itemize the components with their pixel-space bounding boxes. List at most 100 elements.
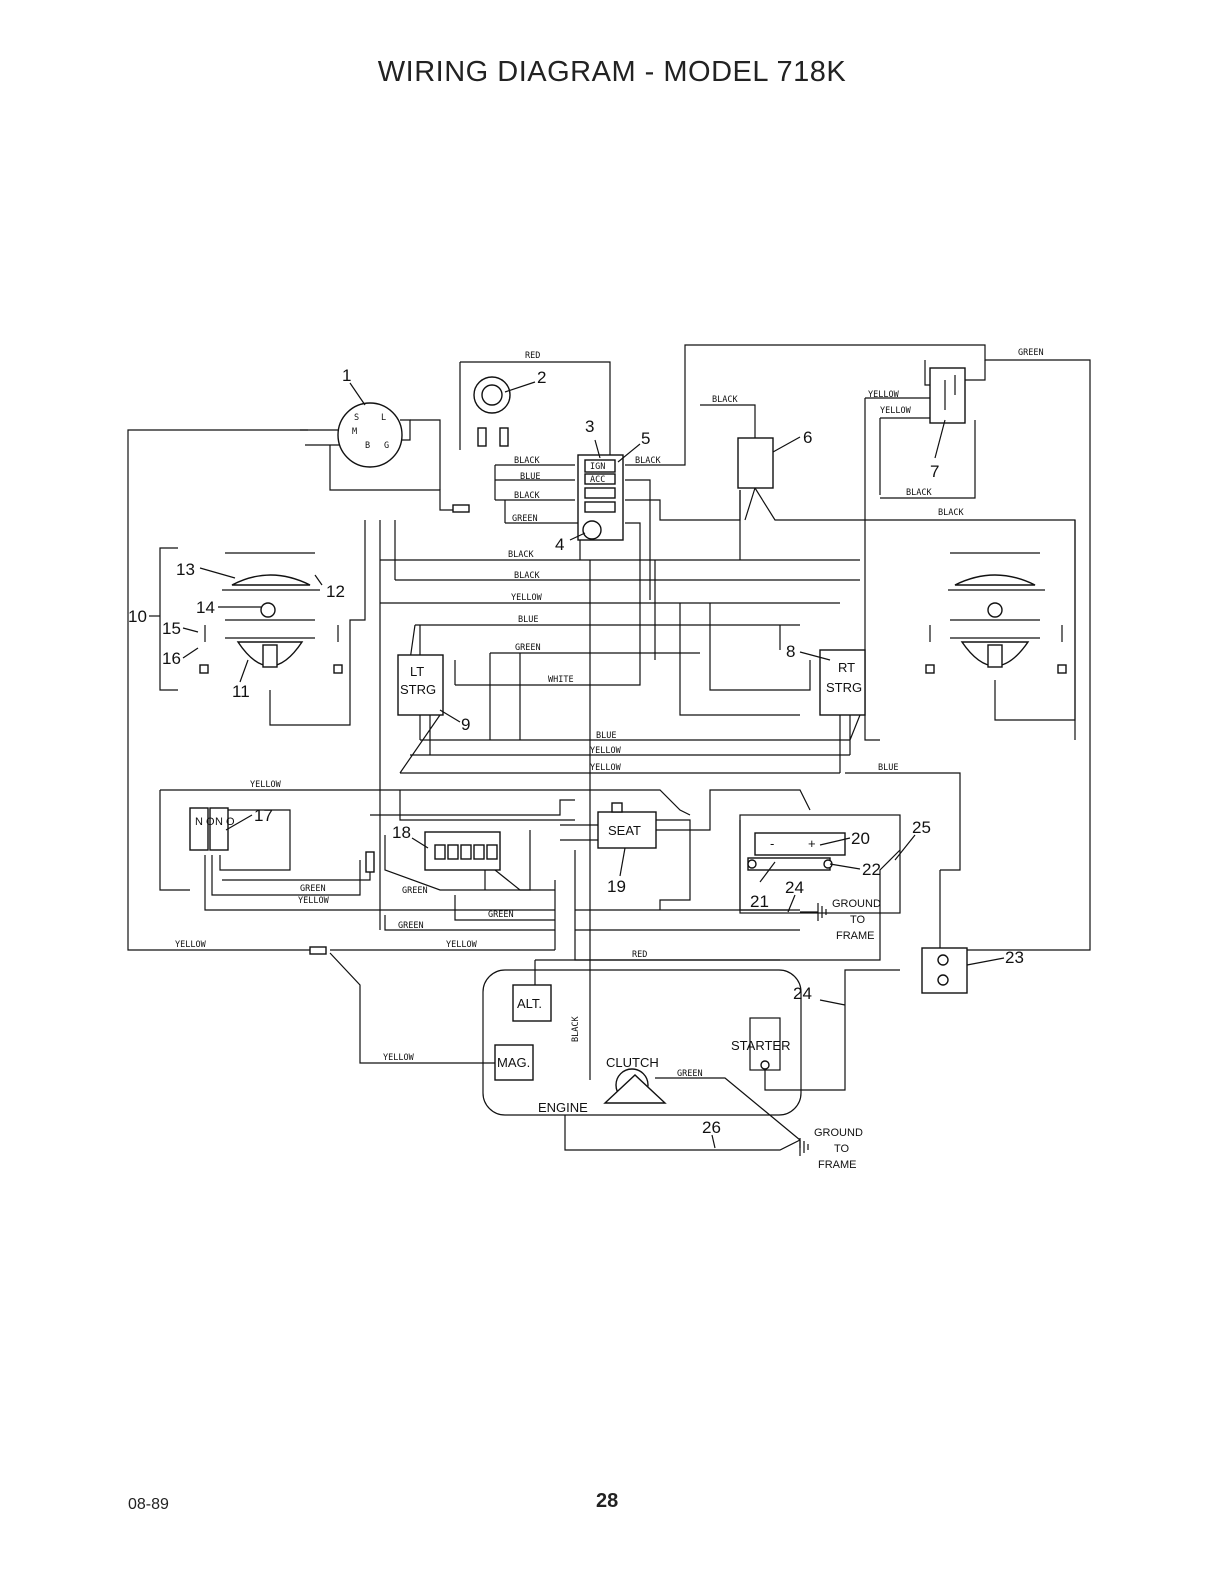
wire-white	[455, 560, 641, 686]
label-green-18: GREEN	[402, 886, 428, 896]
svg-text:M: M	[352, 427, 357, 437]
svg-text:FRAME: FRAME	[836, 930, 875, 942]
label-black-right: BLACK	[938, 508, 964, 518]
label-green-17: GREEN	[300, 884, 326, 894]
svg-text:STRG: STRG	[400, 682, 436, 697]
label-yellow-low2: YELLOW	[590, 763, 622, 773]
label-yellow-7b: YELLOW	[880, 406, 912, 416]
label-green-fuse: GREEN	[512, 514, 538, 524]
wire-green-2	[454, 895, 555, 921]
page-title: WIRING DIAGRAM - MODEL 718K	[377, 56, 847, 88]
svg-text:STRG: STRG	[826, 680, 862, 695]
svg-text:+: +	[808, 836, 816, 851]
inline-fuse-bottom	[309, 946, 327, 955]
label-green-bottom2: GREEN	[398, 921, 424, 931]
switch-7	[929, 367, 966, 424]
relay-6	[737, 437, 774, 489]
page-number: 28	[596, 1490, 619, 1512]
label-green-top: GREEN	[1018, 348, 1044, 358]
seat-switch: SEAT	[597, 802, 657, 849]
callout-26: 26	[702, 1118, 721, 1137]
label-yellow-low1: YELLOW	[590, 746, 622, 756]
callout-4: 4	[555, 535, 564, 554]
svg-text:STARTER: STARTER	[731, 1038, 790, 1053]
engine: ALT. MAG. CLUTCH STARTER ENGINE	[482, 969, 802, 1116]
callout-20: 20	[851, 829, 870, 848]
svg-text:N O: N O	[195, 816, 215, 828]
callout-14: 14	[196, 598, 215, 617]
wire-blue-right	[845, 772, 961, 871]
label-white-h: WHITE	[548, 675, 574, 685]
gauge-2	[473, 376, 511, 447]
callout-18: 18	[392, 823, 411, 842]
rt-strg-switch: RT STRG	[819, 649, 866, 716]
svg-text:IGN: IGN	[590, 462, 605, 472]
callout-6: 6	[803, 428, 812, 447]
label-black-fuse-1: BLACK	[514, 456, 540, 466]
key-switch: S L M B G	[337, 402, 403, 468]
callout-12: 12	[326, 582, 345, 601]
callout-9: 9	[461, 715, 470, 734]
callout-19: 19	[607, 877, 626, 896]
label-yellow-bottom1: YELLOW	[175, 940, 207, 950]
svg-text:S: S	[354, 413, 359, 423]
lt-strg-switch: LT STRG	[397, 654, 444, 716]
hour-meter-18	[365, 831, 501, 873]
svg-text:TO: TO	[834, 1143, 850, 1155]
callout-22: 22	[862, 860, 881, 879]
switch-17: N O N O	[189, 807, 235, 851]
svg-text:SEAT: SEAT	[608, 823, 641, 838]
svg-text:GROUND: GROUND	[814, 1127, 863, 1139]
wire-yellow-mag	[329, 952, 495, 1064]
label-yellow-17b: YELLOW	[298, 896, 330, 906]
label-green-bottom1: GREEN	[488, 910, 514, 920]
callout-15: 15	[162, 619, 181, 638]
wires	[127, 344, 1091, 1151]
callout-23: 23	[1005, 948, 1024, 967]
callouts: 1 2 3 4 5 6 7 8 9 10 11 12 13 14 15 16 1…	[128, 366, 1024, 1149]
label-red-top: RED	[525, 351, 540, 361]
label-red-bottom: RED	[632, 950, 647, 960]
svg-text:FRAME: FRAME	[818, 1159, 857, 1171]
label-blue-low: BLUE	[596, 731, 616, 741]
callout-13: 13	[176, 560, 195, 579]
svg-text:ALT.: ALT.	[517, 996, 542, 1011]
wire-green-clutch	[655, 1077, 801, 1141]
callout-24a: 24	[785, 878, 804, 897]
callout-25: 25	[912, 818, 931, 837]
svg-text:G: G	[384, 441, 389, 451]
label-green-clutch: GREEN	[677, 1069, 703, 1079]
svg-text:-: -	[770, 836, 774, 851]
svg-text:ENGINE: ENGINE	[538, 1100, 588, 1115]
label-green-h: GREEN	[515, 643, 541, 653]
label-black-fuse-2: BLACK	[514, 491, 540, 501]
label-yellow-7a: YELLOW	[868, 390, 900, 400]
svg-text:LT: LT	[410, 664, 424, 679]
label-yellow-mag: YELLOW	[383, 1053, 415, 1063]
callout-2: 2	[537, 368, 546, 387]
label-yellow-17: YELLOW	[250, 780, 282, 790]
ground-frame-2: GROUND TO FRAME	[799, 1127, 863, 1171]
wire-green-17	[222, 870, 371, 881]
label-black-h2: BLACK	[514, 571, 540, 581]
svg-text:B: B	[365, 441, 370, 451]
svg-text:L: L	[381, 413, 386, 423]
label-black-fuse-r: BLACK	[635, 456, 661, 466]
label-blue-right: BLUE	[878, 763, 898, 773]
wire-yellow-left-loop	[127, 429, 318, 951]
ground-frame-1: GROUND TO FRAME	[800, 898, 881, 942]
label-blue-h: BLUE	[518, 615, 538, 625]
svg-text:CLUTCH: CLUTCH	[606, 1055, 659, 1070]
wire-labels: RED BLACK GREEN YELLOW YELLOW BLACK BLAC…	[175, 348, 1044, 1079]
svg-text:GROUND: GROUND	[832, 898, 881, 910]
wire-black-to-6	[700, 404, 756, 438]
callout-10: 10	[128, 607, 147, 626]
svg-text:N O: N O	[215, 816, 235, 828]
callout-1: 1	[342, 366, 351, 385]
solenoid-23	[921, 947, 968, 994]
callout-24b: 24	[793, 984, 812, 1003]
label-yellow-bottom2: YELLOW	[446, 940, 478, 950]
label-black-7: BLACK	[906, 488, 932, 498]
callout-16: 16	[162, 649, 181, 668]
callout-5: 5	[641, 429, 650, 448]
